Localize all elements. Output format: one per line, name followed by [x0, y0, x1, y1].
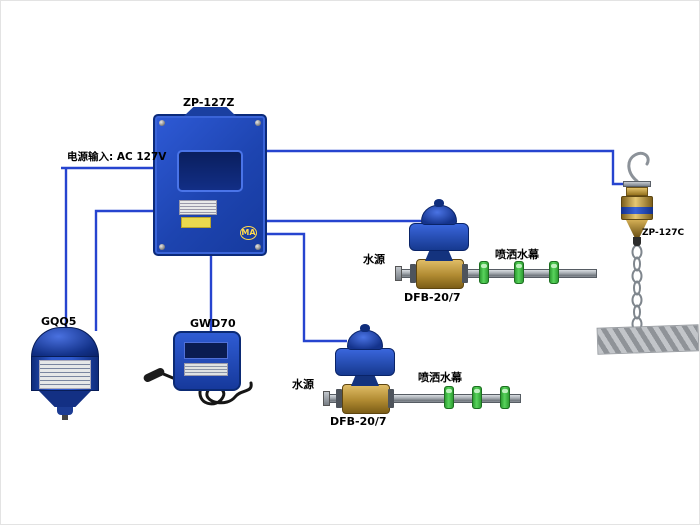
- lower-actuator-body: [335, 348, 395, 376]
- upper-actuator-base: [425, 249, 453, 261]
- lower-pipe-coupling: [323, 391, 330, 406]
- screw-icon: [159, 120, 165, 126]
- upper-water-source-label: 水源: [363, 253, 385, 266]
- lower-spray-curtain-label: 喷洒水幕: [418, 371, 462, 384]
- lower-valve-flange-left: [336, 389, 342, 408]
- upper-valve-flange-right: [462, 264, 468, 283]
- upper-pipe-coupling: [395, 266, 402, 281]
- sensor-gqq5: [29, 327, 101, 423]
- hanging-hook-icon: [627, 151, 650, 183]
- upper-spray-nozzle: [514, 261, 524, 284]
- gqq5-dome: [31, 327, 99, 357]
- lower-valve-model-label: DFB-20/7: [330, 415, 387, 428]
- gwd70-cable: [198, 381, 253, 406]
- gqq5-body: [31, 356, 99, 391]
- power-input-label: 电源输入: AC 127V: [67, 151, 167, 163]
- lower-spray-nozzle: [472, 386, 482, 409]
- upper-valve-model-label: DFB-20/7: [404, 291, 461, 304]
- controller-box-zp127z: MA: [153, 107, 267, 256]
- lower-spray-nozzle: [500, 386, 510, 409]
- upper-valve-flange-left: [410, 264, 416, 283]
- lower-actuator-cap: [360, 324, 370, 332]
- upper-actuator-cap: [434, 199, 444, 207]
- upper-spray-nozzle: [549, 261, 559, 284]
- controller-label: ZP-127Z: [183, 96, 235, 109]
- hanging-chain: [631, 244, 643, 332]
- lower-valve-flange-right: [388, 389, 394, 408]
- hanging-sensor-label: ZP-127C: [642, 228, 685, 238]
- ma-certification-mark: MA: [240, 226, 257, 240]
- hanging-sensor-clamp: [623, 181, 651, 187]
- controller-display-window: [177, 150, 243, 192]
- lower-spray-nozzle: [444, 386, 454, 409]
- lower-water-source-label: 水源: [292, 378, 314, 391]
- upper-valve-body: [416, 259, 464, 289]
- gwd70-label: GWD70: [190, 317, 236, 330]
- lower-actuator-base: [351, 374, 379, 386]
- screw-icon: [159, 244, 165, 250]
- controller-handle: [184, 107, 236, 116]
- gqq5-nozzle: [62, 415, 68, 420]
- screw-icon: [255, 120, 261, 126]
- lower-valve-body: [342, 384, 390, 414]
- hanging-sensor-tip: [633, 237, 641, 246]
- wire-to-gqq5-secondary: [94, 209, 153, 331]
- gqq5-nameplate: [39, 360, 91, 389]
- hanging-sensor-cap: [626, 187, 648, 196]
- wire-to-lower-valve: [263, 232, 347, 343]
- upper-spray-nozzle: [479, 261, 489, 284]
- gwd70-nameplate: [184, 363, 228, 376]
- wire-to-hanging-sensor: [263, 149, 623, 186]
- screw-icon: [255, 244, 261, 250]
- gqq5-tip: [57, 407, 73, 415]
- corrugated-surface: [596, 324, 699, 355]
- hanging-sensor-blue-ring: [621, 207, 653, 214]
- upper-spray-curtain-label: 喷洒水幕: [495, 248, 539, 261]
- sensor-gwd70: [173, 331, 241, 391]
- gqq5-cone: [39, 391, 91, 407]
- controller-nameplate: [179, 200, 217, 215]
- gqq5-label: GQQ5: [41, 315, 77, 328]
- upper-actuator-body: [409, 223, 469, 251]
- controller-sticker: [181, 217, 211, 228]
- gwd70-display-window: [184, 342, 228, 359]
